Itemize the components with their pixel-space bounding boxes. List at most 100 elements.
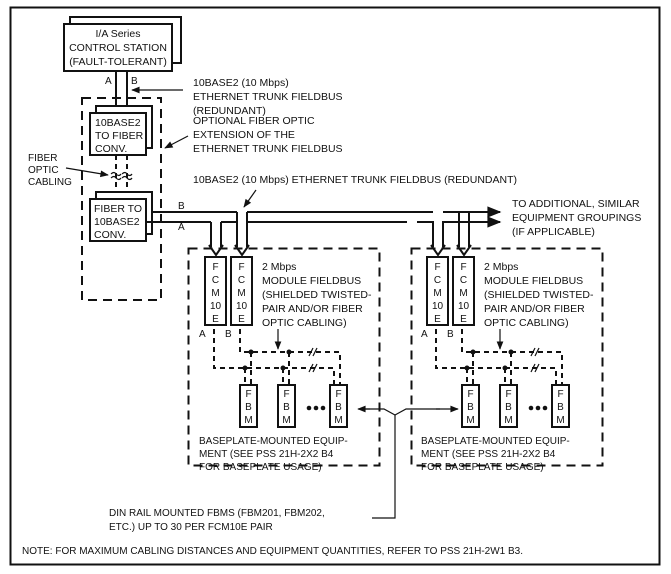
module-fieldbus-line-2: MODULE FIELDBUS bbox=[484, 275, 583, 287]
fiber-extension-line-1: OPTIONAL FIBER OPTIC bbox=[193, 115, 315, 127]
fcm-letter: F bbox=[460, 262, 466, 273]
ellipsis-dot bbox=[320, 405, 326, 411]
junction-dot bbox=[464, 365, 470, 371]
fbm-letter: M bbox=[504, 415, 512, 426]
control-station-line-2: CONTROL STATION bbox=[69, 42, 167, 54]
fcm-letter: F bbox=[238, 262, 244, 273]
label-b-top: B bbox=[131, 76, 138, 87]
ellipsis-dot bbox=[535, 405, 541, 411]
baseplate-line-1: BASEPLATE-MOUNTED EQUIP- bbox=[199, 436, 348, 447]
trunk-bus-callout: 10BASE2 (10 Mbps) ETHERNET TRUNK FIELDBU… bbox=[193, 174, 517, 186]
din-rail-pointer bbox=[365, 408, 440, 519]
fcm-letter: 10 bbox=[432, 301, 444, 312]
converter-top: 10BASE2 TO FIBER CONV. bbox=[89, 105, 153, 156]
label-a-top: A bbox=[105, 76, 112, 87]
converter-top-line-1: 10BASE2 bbox=[95, 117, 141, 129]
fiber-optic-cabling bbox=[115, 155, 128, 196]
left-group-drops bbox=[208, 212, 250, 257]
junction-dot bbox=[242, 365, 248, 371]
fiber-break-symbols bbox=[110, 171, 133, 181]
converter-bottom-line-3: CONV. bbox=[94, 229, 126, 241]
fbm-drop bbox=[466, 352, 474, 385]
fcm-letter: E bbox=[460, 314, 467, 325]
module-fieldbus-line-2: MODULE FIELDBUS bbox=[262, 275, 361, 287]
module-fieldbus-line-5: OPTIC CABLING) bbox=[484, 317, 569, 329]
fbm-letter: B bbox=[283, 402, 290, 413]
control-station-line-3: (FAULT-TOLERANT) bbox=[69, 56, 167, 68]
label-b-fcm: B bbox=[225, 329, 232, 340]
fcm-letter: E bbox=[212, 314, 219, 325]
fbm-letter: M bbox=[244, 415, 252, 426]
fbm-letter: F bbox=[335, 389, 341, 400]
module-fieldbus-line-1: 2 Mbps bbox=[484, 261, 518, 273]
fcm-letter: F bbox=[212, 262, 218, 273]
fcm-letter: 10 bbox=[210, 301, 222, 312]
fbm-letter: M bbox=[282, 415, 290, 426]
cable-break-icon bbox=[308, 363, 318, 373]
fbm-letter: F bbox=[557, 389, 563, 400]
fbm-letter: F bbox=[283, 389, 289, 400]
fiber-extension-line-3: ETHERNET TRUNK FIELDBUS bbox=[193, 143, 343, 155]
fcm-letter: C bbox=[212, 275, 219, 286]
label-a-bus: A bbox=[178, 222, 185, 233]
module-fieldbus-line-3: (SHIELDED TWISTED- bbox=[262, 289, 372, 301]
converter-top-line-2: TO FIBER bbox=[95, 130, 144, 142]
module-fieldbus-line-3: (SHIELDED TWISTED- bbox=[484, 289, 594, 301]
fbm-drop bbox=[244, 352, 252, 385]
fbm-module: FBM bbox=[499, 384, 518, 428]
label-b-fcm: B bbox=[447, 329, 454, 340]
footnote: NOTE: FOR MAXIMUM CABLING DISTANCES AND … bbox=[22, 546, 523, 557]
fiber-cabling-line-1: FIBER bbox=[28, 153, 57, 164]
fbm-letter: F bbox=[245, 389, 251, 400]
fbm-letter: M bbox=[556, 415, 564, 426]
fiber-cabling-arrow bbox=[65, 167, 109, 178]
fiber-extension-arrow bbox=[164, 135, 189, 149]
fbm-letter: B bbox=[557, 402, 564, 413]
baseplate-line-2: MENT (SEE PSS 21H-2X2 B4 bbox=[421, 449, 556, 460]
fbm-letter: B bbox=[245, 402, 252, 413]
din-rail-line-2: ETC.) UP TO 30 PER FCM10E PAIR bbox=[109, 522, 273, 533]
fiber-extension-line-2: EXTENSION OF THE bbox=[193, 129, 295, 141]
fcm-letter: F bbox=[434, 262, 440, 273]
fbm-letter: M bbox=[334, 415, 342, 426]
left-equipment-group bbox=[187, 247, 381, 467]
fbm-module: FBM bbox=[329, 384, 348, 428]
trunk-callout-line-3: (REDUNDANT) bbox=[193, 105, 266, 117]
fiber-cabling-line-2: OPTIC bbox=[28, 165, 59, 176]
additional-line-2: EQUIPMENT GROUPINGS bbox=[512, 212, 641, 224]
fcm10e-module-b: FCM10E bbox=[452, 256, 475, 326]
module-fieldbus-line-4: PAIR AND/OR FIBER bbox=[262, 303, 363, 315]
baseplate-line-3: FOR BASEPLATE USAGE) bbox=[199, 462, 322, 473]
right-equipment-group bbox=[410, 247, 604, 467]
junction-dot bbox=[470, 349, 476, 355]
fbm-letter: F bbox=[505, 389, 511, 400]
converter-bottom-line-1: FIBER TO bbox=[94, 203, 142, 215]
cable-break-icon bbox=[530, 363, 540, 373]
cable-break-icon bbox=[530, 347, 540, 357]
fiber-extension-dashed-box bbox=[81, 97, 162, 301]
trunk-bus bbox=[146, 211, 492, 223]
control-station-line-1: I/A Series bbox=[96, 28, 141, 40]
junction-dot bbox=[280, 365, 286, 371]
fbm-module: FBM bbox=[277, 384, 296, 428]
baseplate-line-3: FOR BASEPLATE USAGE) bbox=[421, 462, 544, 473]
fbm-drop bbox=[504, 352, 512, 385]
ellipsis-dot bbox=[306, 405, 312, 411]
fcm-letter: C bbox=[238, 275, 245, 286]
fcm10e-module-a: FCM10E bbox=[204, 256, 227, 326]
additional-line-1: TO ADDITIONAL, SIMILAR bbox=[512, 198, 640, 210]
trunk-callout-line-1: 10BASE2 (10 Mbps) bbox=[193, 77, 289, 89]
module-fieldbus-line-4: PAIR AND/OR FIBER bbox=[484, 303, 585, 315]
fbm-letter: B bbox=[467, 402, 474, 413]
trunk-bus-callout-arrow bbox=[243, 189, 257, 208]
junction-dot bbox=[286, 349, 292, 355]
fbm-letter: B bbox=[335, 402, 342, 413]
fcm-letter: E bbox=[238, 314, 245, 325]
converter-bottom-line-2: 10BASE2 bbox=[94, 216, 140, 228]
label-b-bus: B bbox=[178, 201, 185, 212]
fbm-drop bbox=[282, 352, 290, 385]
fbm-module: FBM bbox=[239, 384, 258, 428]
fcm-letter: 10 bbox=[236, 301, 248, 312]
